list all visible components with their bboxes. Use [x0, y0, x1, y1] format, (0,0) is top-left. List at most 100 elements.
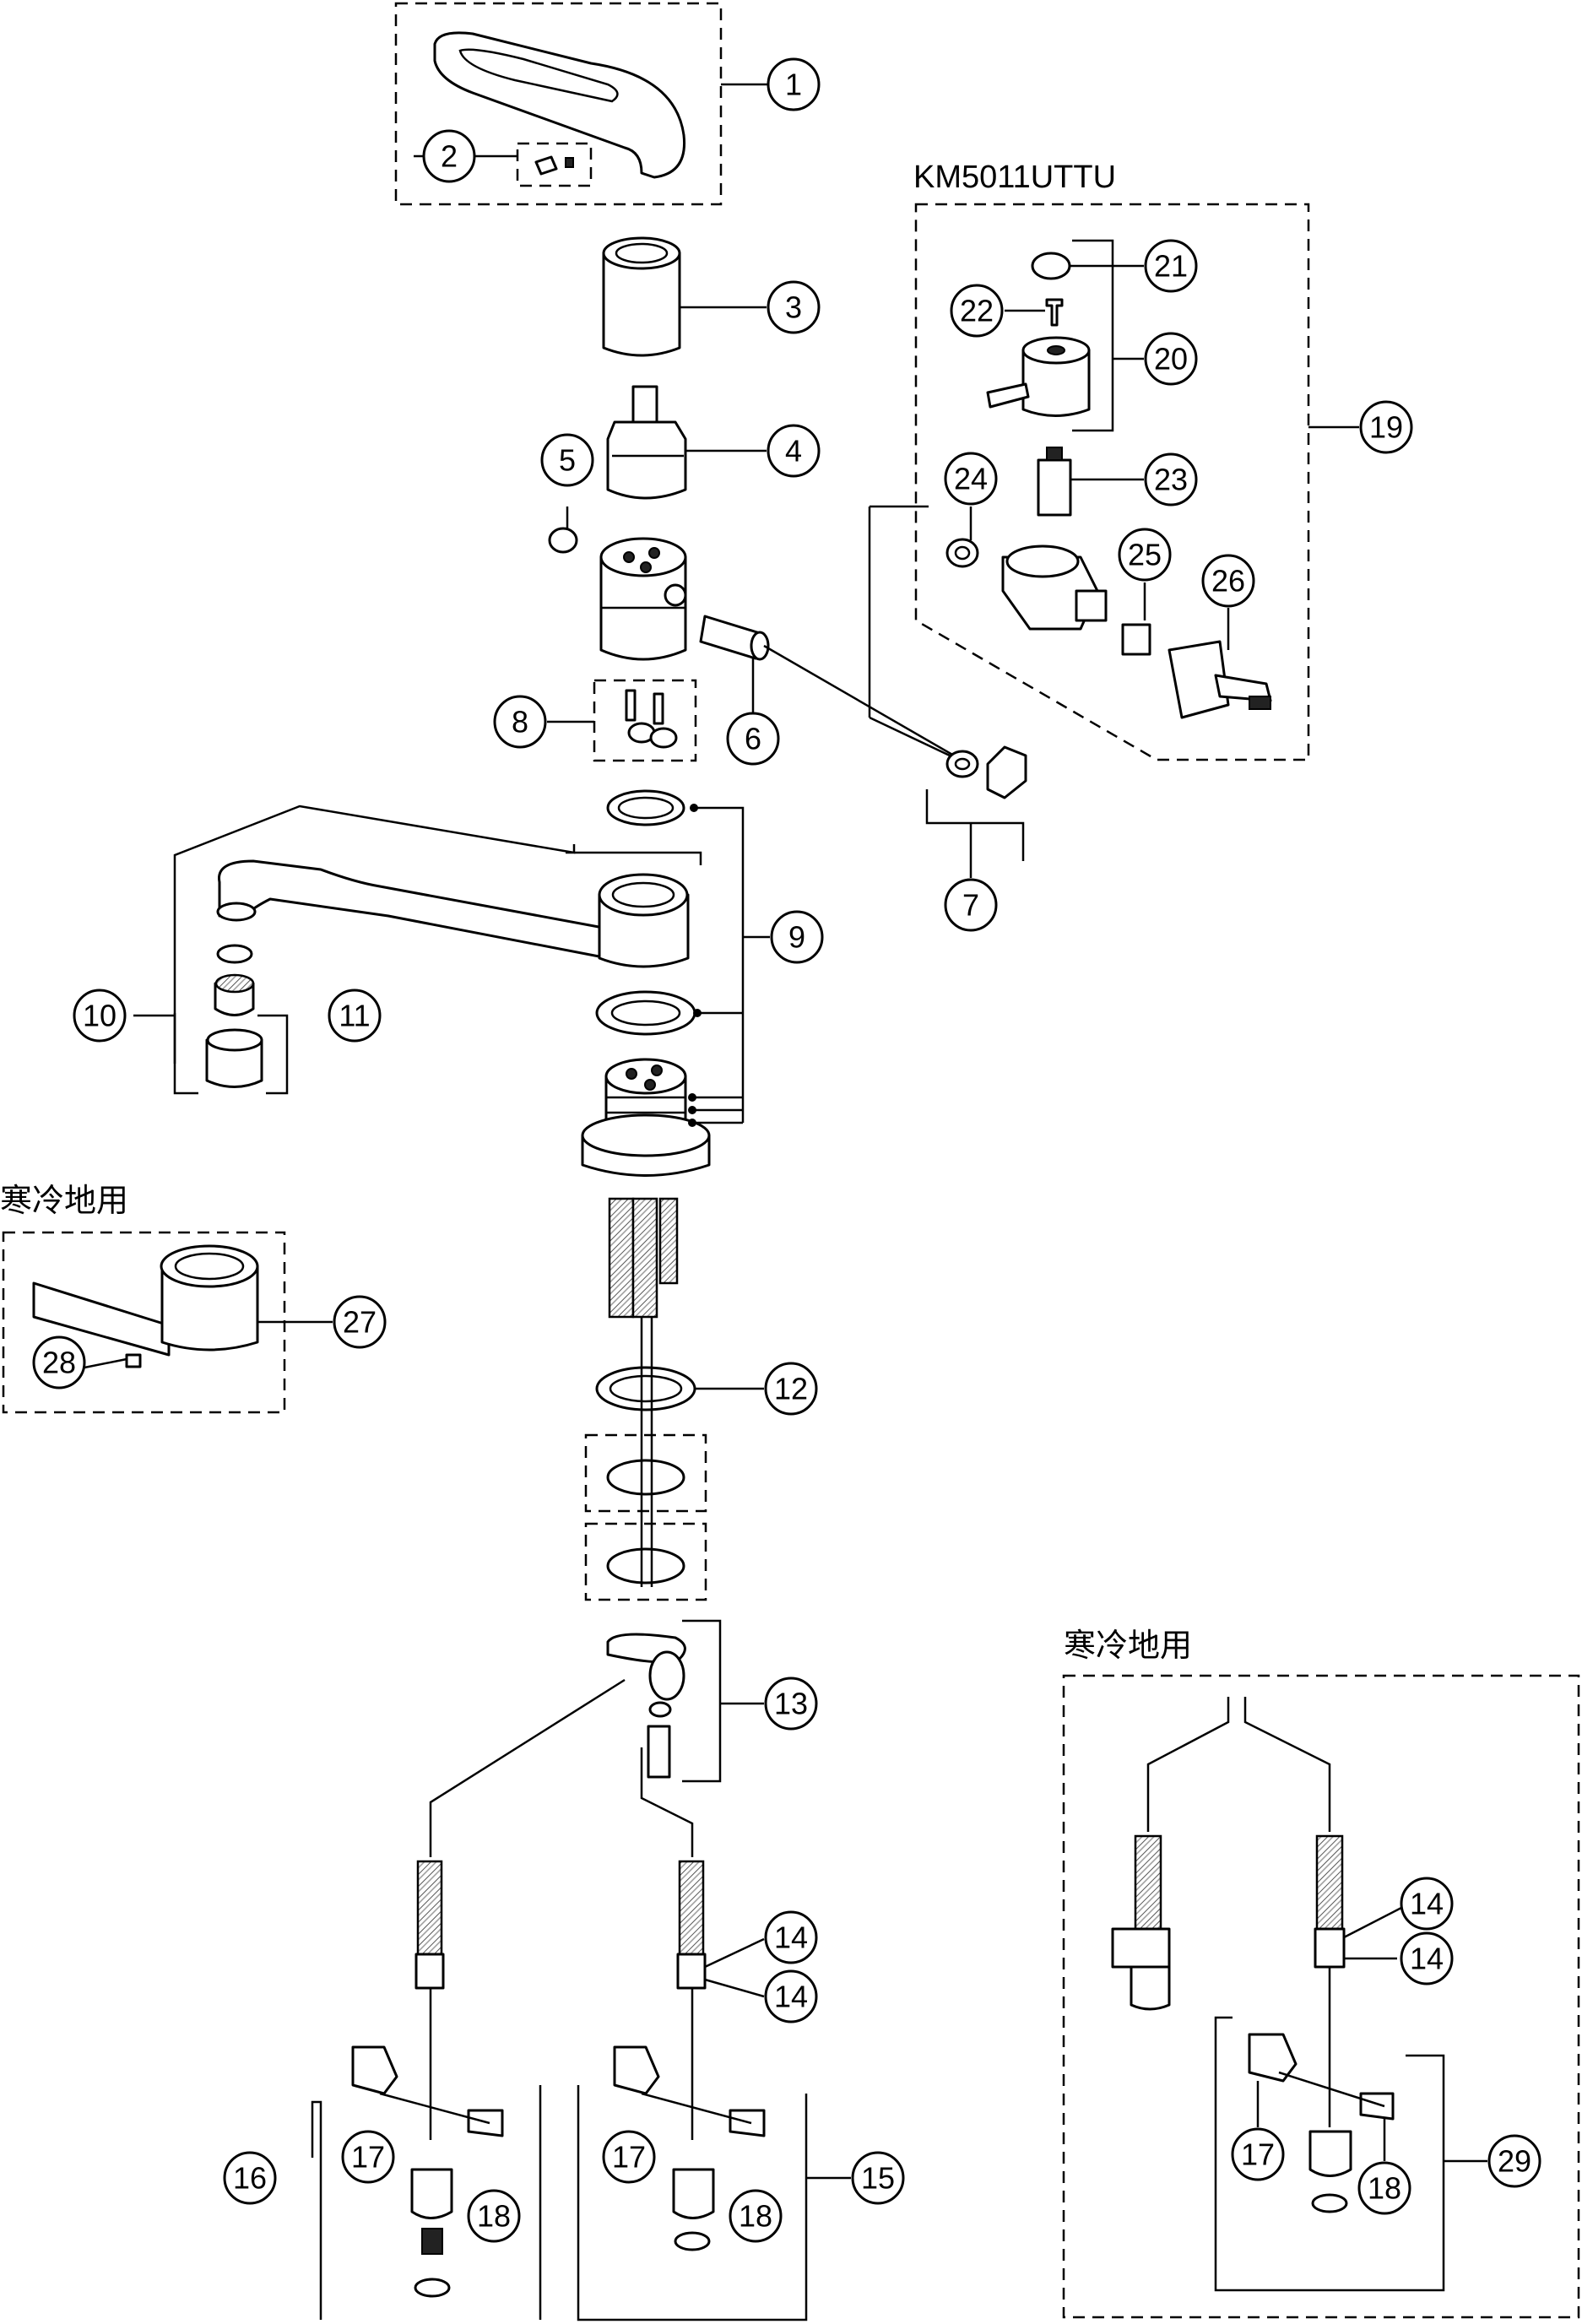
callout-22-text: 22 [960, 294, 994, 328]
callout-24: 24 [944, 452, 998, 506]
callout-14-d: 14 [1400, 1931, 1454, 1985]
kit-cap [1031, 252, 1071, 280]
valve-hole-c [640, 561, 652, 573]
nut-sleeve [647, 1725, 671, 1779]
callout-14c-text: 14 [1410, 1887, 1444, 1921]
callout-17-c: 17 [1231, 2127, 1285, 2181]
callout-14-b: 14 [764, 1969, 818, 2023]
model-label: KM5011UTTU [913, 160, 1116, 195]
callout-15-text: 15 [861, 2161, 895, 2196]
pin-b [653, 692, 664, 725]
cold-washer [1311, 2193, 1348, 2213]
washer-left [414, 2278, 451, 2298]
callout-17a-text: 17 [351, 2140, 385, 2175]
plug-part [548, 527, 578, 554]
callout-2: 2 [422, 129, 476, 183]
hose-left-fitting [414, 1953, 445, 1990]
clip-right [613, 2045, 660, 2095]
cold-hose-left-nut [1130, 1965, 1171, 2011]
clip-small-right [729, 2109, 766, 2137]
callout-18-c: 18 [1357, 2161, 1411, 2215]
bracket-13 [682, 1619, 764, 1783]
dot-9a [690, 804, 698, 812]
valve-body-top [599, 537, 687, 577]
hose-c-upper [658, 1197, 679, 1285]
callout-25: 25 [1118, 528, 1172, 582]
spout-group [133, 789, 770, 1177]
callout-7-text: 7 [962, 888, 979, 923]
callout-24-text: 24 [954, 462, 988, 496]
callout-23-text: 23 [1154, 463, 1188, 497]
aerator-bracket [173, 1013, 289, 1095]
callout-21: 21 [1144, 239, 1198, 293]
fitting-axis-line [763, 644, 955, 757]
callout-5: 5 [540, 433, 594, 487]
bracket-9 [692, 806, 745, 1124]
o-ring-top [606, 789, 685, 826]
hose-b-upper [631, 1197, 658, 1319]
callout-17-b: 17 [602, 2130, 656, 2184]
o-ring-bottom-inner [610, 999, 681, 1027]
hose-right [678, 1860, 705, 1956]
union-right [672, 2168, 715, 2219]
callout-14-a: 14 [764, 1910, 818, 1964]
fitting-part [699, 615, 761, 660]
callout-21-text: 21 [1154, 249, 1188, 284]
cover-cap-opening [615, 242, 669, 264]
kit-washer-24 [945, 538, 979, 568]
cold-hose-left [1134, 1834, 1162, 1931]
washer-7 [945, 750, 979, 778]
bracket-29 [1214, 2016, 1487, 2292]
hose-a-upper [608, 1197, 635, 1319]
callout-9: 9 [770, 910, 824, 964]
model-kit-group: KM5011UTTU [868, 160, 1359, 878]
washer-a [606, 1459, 685, 1496]
dot-9b [693, 1009, 702, 1017]
lower-hole-c [644, 1079, 656, 1091]
clip-left [351, 2045, 398, 2095]
washer-frame-a [584, 1433, 707, 1513]
handle-lever-slot [458, 48, 619, 103]
callout-10: 10 [73, 989, 127, 1043]
lower-hole-a [626, 1068, 637, 1080]
callout-1: 1 [767, 57, 821, 111]
callout-1-text: 1 [785, 68, 802, 102]
spout-hub-opening [611, 881, 675, 908]
dot-9e [688, 1119, 696, 1127]
washer-7-inner [954, 757, 971, 771]
callout-18a-text: 18 [477, 2199, 511, 2234]
callout-bubbles: 1 2 3 4 5 6 7 8 9 10 11 12 13 14 14 15 1… [32, 57, 1541, 2243]
handle-lever [433, 31, 686, 179]
cold-hose-right [1315, 1834, 1344, 1931]
cold-spout-arm [32, 1281, 171, 1357]
kit-tee-top [1005, 544, 1080, 578]
hose-left [416, 1860, 443, 1956]
cold-screw [125, 1353, 142, 1368]
dot-9c [688, 1093, 696, 1102]
supply-hose-group [311, 1197, 851, 2321]
callout-3-text: 3 [785, 290, 802, 325]
cold-region-hose-group: 寒冷地用 [1062, 1628, 1580, 2319]
cold-hose-right-fitting [1314, 1927, 1346, 1969]
callout-23: 23 [1144, 452, 1198, 507]
cold-branch-lines [1146, 1697, 1331, 1832]
callout-17c-text: 17 [1241, 2137, 1275, 2172]
callout-25-text: 25 [1128, 538, 1162, 572]
bracket-16 [311, 2085, 542, 2320]
spout-arm [218, 859, 610, 960]
cold-region-frame-right [1062, 1674, 1580, 2319]
pins-frame [593, 679, 697, 762]
callout-14d-text: 14 [1410, 1942, 1444, 1976]
bracket-20 [1072, 239, 1144, 432]
hose-right-fitting [676, 1953, 707, 1990]
small-washer [648, 1701, 672, 1718]
kit-valve-tip [1249, 696, 1271, 710]
clip-link-left [379, 2092, 490, 2125]
handle-cap-part [565, 157, 574, 168]
washer-right [674, 2231, 711, 2251]
kit-handle-lever [986, 382, 1030, 409]
callout-14b-text: 14 [774, 1980, 808, 2014]
cover-cap [602, 252, 681, 357]
spout-tip [216, 902, 257, 922]
leader-28 [84, 1357, 127, 1369]
